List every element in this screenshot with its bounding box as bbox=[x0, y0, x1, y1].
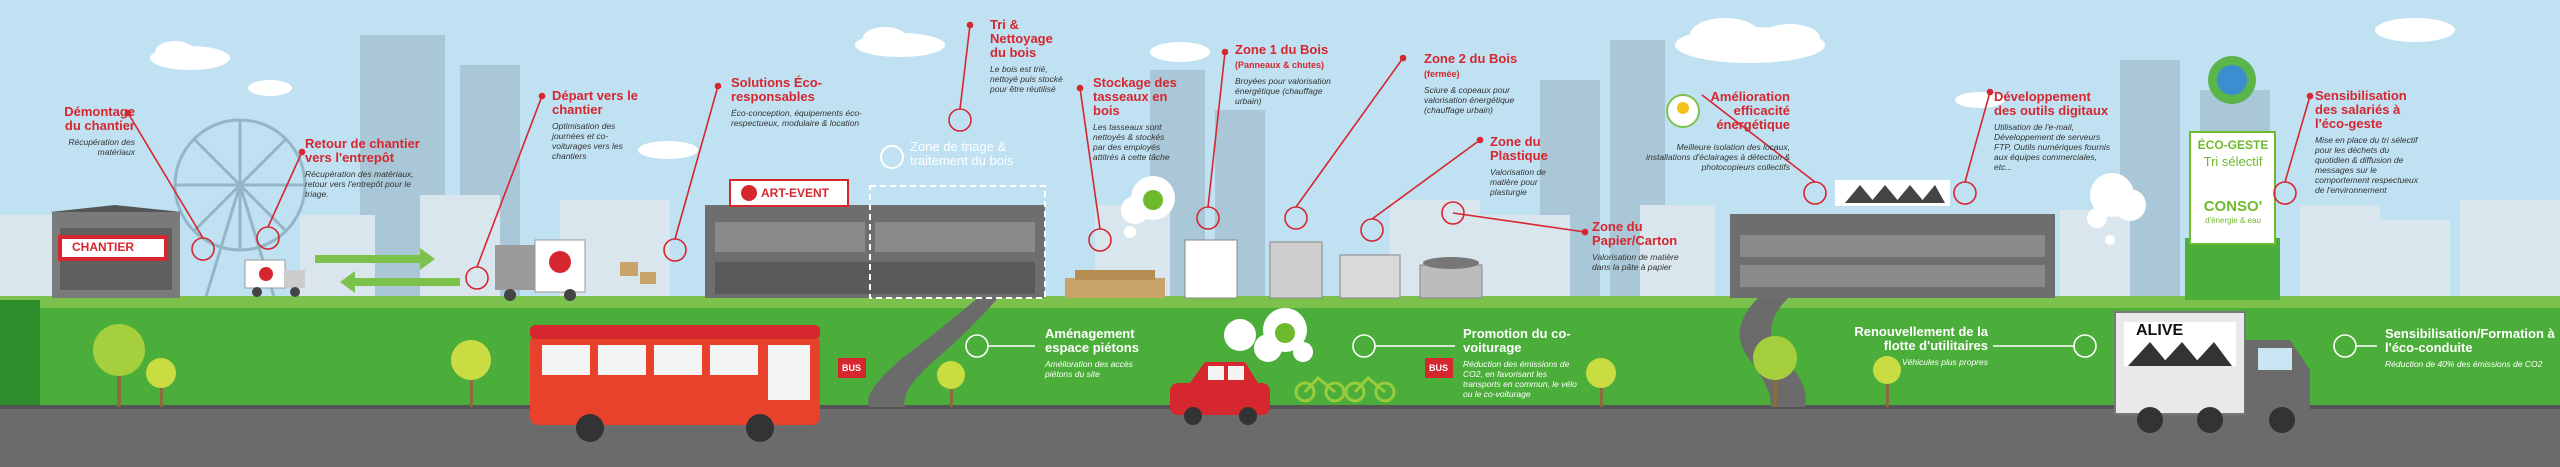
eco-geste-title: ÉCO-GESTE bbox=[2197, 138, 2269, 152]
label-zone1: Zone 1 du Bois (Panneaux & chutes) Broyé… bbox=[1235, 42, 1350, 107]
label-depart: Départ vers le chantier Optimisation des… bbox=[552, 88, 647, 162]
amenagement-desc: Amélioration des accès piétons du site bbox=[1045, 359, 1133, 379]
trees bbox=[93, 324, 1901, 407]
renouvellement-desc: Véhicules plus propres bbox=[1902, 357, 1988, 367]
demontage-title: Démontage du chantier bbox=[64, 104, 135, 133]
solutions-desc: Éco-conception, équipements éco-respectu… bbox=[731, 108, 862, 128]
office-building bbox=[1730, 180, 2055, 298]
papier-title: Zone du Papier/Carton bbox=[1592, 219, 1678, 248]
label-amenagement: Aménagement espace piétons Amélioration … bbox=[1045, 326, 1155, 380]
amenagement-title: Aménagement espace piétons bbox=[1045, 326, 1139, 355]
zone1-sub: (Panneaux & chutes) bbox=[1235, 60, 1325, 70]
connector-lines-white bbox=[965, 334, 2377, 358]
conso-text: CONSO' bbox=[2203, 198, 2263, 215]
demontage-desc: Récupération des matériaux bbox=[68, 137, 135, 157]
eco-panel bbox=[2185, 56, 2280, 300]
digital-cloud bbox=[2087, 173, 2146, 245]
label-covoiturage: Promotion du co-voiturage Réduction des … bbox=[1463, 326, 1581, 400]
developpement-title: Développement des outils digitaux bbox=[1994, 89, 2109, 118]
transport-arrows bbox=[315, 248, 460, 293]
label-renouvellement: Renouvellement de la flotte d'utilitaire… bbox=[1848, 324, 1988, 368]
developpement-desc: Utilisation de l'e-mail, Développement d… bbox=[1994, 122, 2111, 172]
label-developpement: Développement des outils digitaux Utilis… bbox=[1994, 89, 2114, 173]
delivery-van-small bbox=[244, 259, 305, 297]
red-car bbox=[1170, 362, 1270, 425]
label-plastique: Zone du Plastique Valorisation de matièr… bbox=[1490, 134, 1565, 198]
plastique-desc: Valorisation de matière pour plasturgie bbox=[1490, 167, 1546, 197]
alive-logo-text: ALIVE bbox=[2136, 322, 2184, 339]
alive-truck bbox=[2114, 311, 2310, 433]
retour-desc: Récupération des matériaux, retour vers … bbox=[305, 169, 414, 199]
tri-desc: Le bois est trié, nettoyé puis stocké po… bbox=[990, 64, 1063, 94]
amelioration-title: Amélioration efficacité énergétique bbox=[1710, 89, 1790, 132]
delivery-truck bbox=[495, 239, 656, 301]
chantier-sign: CHANTIER bbox=[72, 240, 134, 254]
solutions-title: Solutions Éco-responsables bbox=[731, 75, 822, 104]
zone2-sub: (fermée) bbox=[1424, 69, 1460, 79]
label-retour: Retour de chantier vers l'entrepôt Récup… bbox=[305, 136, 435, 200]
label-sensibilisation-salaries: Sensibilisation des salariés à l'éco-ges… bbox=[2315, 88, 2420, 196]
retour-title: Retour de chantier vers l'entrepôt bbox=[305, 136, 420, 165]
art-event-warehouse bbox=[705, 179, 1046, 299]
label-solutions: Solutions Éco-responsables Éco-conceptio… bbox=[731, 75, 866, 129]
art-event-sign: ART-EVENT bbox=[761, 186, 830, 200]
label-tri: Tri & Nettoyage du bois Le bois est trié… bbox=[990, 17, 1070, 95]
label-amelioration: Amélioration efficacité énergétique Meil… bbox=[1640, 89, 1790, 173]
connector-lines bbox=[124, 21, 2314, 290]
zone2-desc: Sciure & copeaux pour valorisation énerg… bbox=[1424, 85, 1515, 115]
stockage-desc: Les tasseaux sont nettoyés & stockés par… bbox=[1093, 122, 1170, 162]
stockage-title: Stockage des tasseaux en bois bbox=[1093, 75, 1177, 118]
depart-title: Départ vers le chantier bbox=[552, 88, 638, 117]
zone-triage-label: Zone de triage & traitement du bois bbox=[910, 139, 1014, 168]
clouds bbox=[150, 18, 2455, 159]
papier-desc: Valorisation de matière dans la pâte à p… bbox=[1592, 252, 1679, 272]
energie-eau-text: d'énergie & eau bbox=[2205, 216, 2261, 225]
covoiturage-desc: Réduction des émissions de CO2, en favor… bbox=[1463, 359, 1577, 399]
label-demontage: Démontage du chantier Récupération des m… bbox=[45, 104, 135, 158]
label-stockage: Stockage des tasseaux en bois Les tassea… bbox=[1093, 75, 1178, 163]
zone1-desc: Broyées pour valorisation énergétique (c… bbox=[1235, 76, 1331, 106]
sensibilisation-salaries-title: Sensibilisation des salariés à l'éco-ges… bbox=[2315, 88, 2407, 131]
covoiturage-title: Promotion du co-voiturage bbox=[1463, 326, 1571, 355]
zone1-title: Zone 1 du Bois bbox=[1235, 42, 1329, 57]
chantier-building bbox=[50, 205, 182, 298]
tri-title: Tri & Nettoyage du bois bbox=[990, 17, 1053, 60]
zone2-title: Zone 2 du Bois bbox=[1424, 51, 1518, 66]
plastique-title: Zone du Plastique bbox=[1490, 134, 1548, 163]
bicycles bbox=[1294, 375, 1396, 403]
bus-stop-sign: BUS bbox=[842, 363, 862, 373]
sensibilisation-salaries-desc: Mise en place du tri sélectif pour les d… bbox=[2315, 135, 2418, 195]
label-ecoconduite: Sensibilisation/Formation à l'éco-condui… bbox=[2385, 326, 2555, 370]
ecoconduite-desc: Réduction de 40% des émissions de CO2 bbox=[2385, 359, 2543, 369]
bus-stop-sign-2: BUS bbox=[1429, 363, 1449, 373]
ecoconduite-title: Sensibilisation/Formation à l'éco-condui… bbox=[2385, 326, 2555, 355]
tri-selectif-text: Tri sélectif bbox=[2203, 154, 2263, 169]
depart-desc: Optimisation des journées et co-voiturag… bbox=[552, 121, 623, 161]
red-bus bbox=[530, 325, 820, 442]
label-zone2: Zone 2 du Bois (fermée) Sciure & copeaux… bbox=[1424, 51, 1519, 116]
amelioration-desc: Meilleure isolation des locaux, installa… bbox=[1646, 142, 1790, 172]
label-papier: Zone du Papier/Carton Valorisation de ma… bbox=[1592, 219, 1692, 273]
renouvellement-title: Renouvellement de la flotte d'utilitaire… bbox=[1854, 324, 1988, 353]
